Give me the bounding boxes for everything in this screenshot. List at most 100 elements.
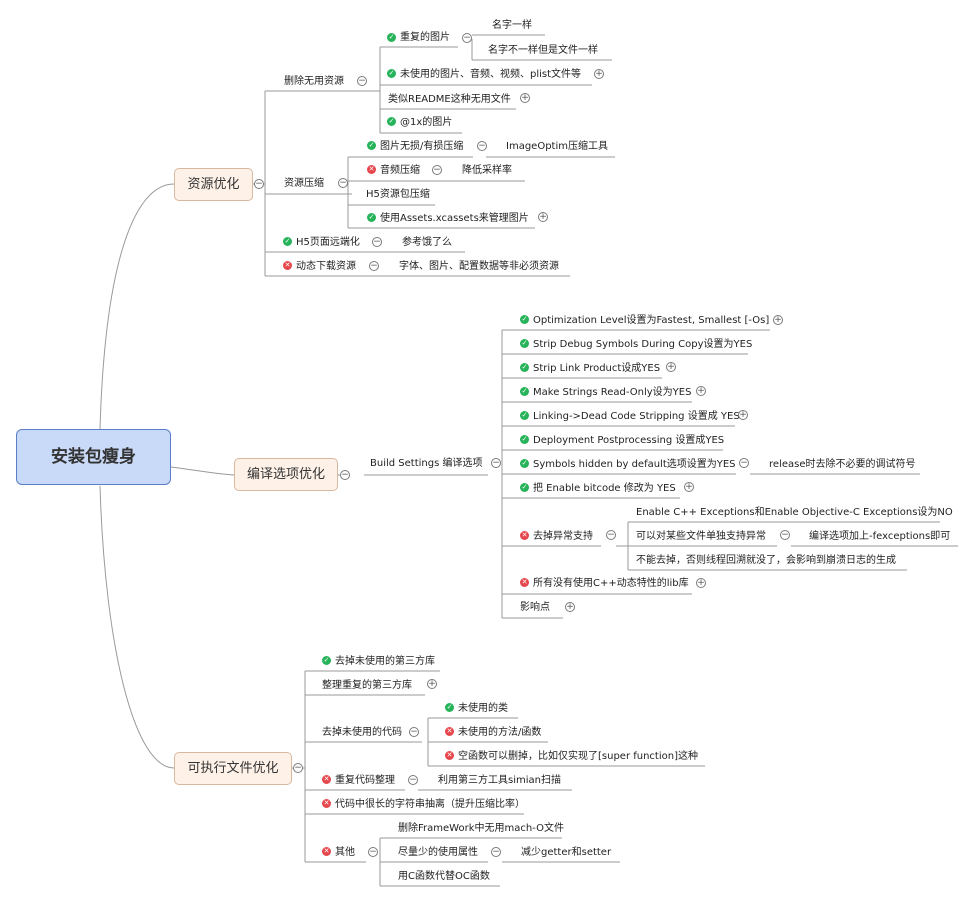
expand-toggle-icon[interactable]: + (520, 93, 530, 103)
expand-toggle-icon[interactable]: + (565, 602, 575, 612)
node-others[interactable]: 其他 (335, 847, 355, 858)
collapse-toggle-icon[interactable]: − (340, 470, 350, 480)
node-duplicate-images[interactable]: 重复的图片 (400, 32, 450, 43)
check-icon: ✓ (520, 459, 529, 468)
cross-icon: ✕ (445, 751, 454, 760)
cross-icon: ✕ (367, 165, 376, 174)
cross-icon: ✕ (520, 531, 529, 540)
node-simian[interactable]: 利用第三方工具simian扫描 (438, 775, 561, 786)
node-impact-points[interactable]: 影响点 (520, 602, 550, 613)
branch-executable-label: 可执行文件优化 (187, 761, 279, 776)
check-icon: ✓ (367, 213, 376, 222)
node-unused-methods[interactable]: 未使用的方法/函数 (458, 727, 542, 738)
node-optimization-level[interactable]: Optimization Level设置为Fastest, Smallest [… (533, 315, 770, 326)
expand-toggle-icon[interactable]: + (684, 482, 694, 492)
node-lower-sample-rate[interactable]: 降低采样率 (462, 165, 512, 176)
collapse-toggle-icon[interactable]: − (369, 261, 379, 271)
node-cpp-dynamic-libs[interactable]: 所有没有使用C++动态特性的lib库 (533, 578, 689, 589)
node-remove-macho[interactable]: 删除FrameWork中无用mach-O文件 (398, 823, 564, 834)
node-h5-remote[interactable]: H5页面远端化 (296, 237, 360, 248)
node-resource-compression[interactable]: 资源压缩 (284, 178, 324, 189)
collapse-toggle-icon[interactable]: − (491, 458, 501, 468)
cross-icon: ✕ (322, 847, 331, 856)
collapse-toggle-icon[interactable]: − (408, 775, 418, 785)
node-dup-libs[interactable]: 整理重复的第三方库 (322, 680, 412, 691)
node-unused-classes[interactable]: 未使用的类 (458, 703, 508, 714)
node-h5-ref[interactable]: 参考饿了么 (402, 237, 452, 248)
check-icon: ✓ (367, 141, 376, 150)
collapse-toggle-icon[interactable]: − (462, 33, 472, 43)
node-enable-bitcode[interactable]: 把 Enable bitcode 修改为 YES (533, 483, 676, 494)
collapse-toggle-icon[interactable]: − (357, 76, 367, 86)
expand-toggle-icon[interactable]: + (696, 386, 706, 396)
node-dead-code-stripping[interactable]: Linking->Dead Code Stripping 设置成 YES (533, 411, 740, 422)
node-empty-functions[interactable]: 空函数可以删掉，比如仅实现了[super function]这种 (458, 751, 698, 762)
check-icon: ✓ (387, 117, 396, 126)
node-dynamic-detail[interactable]: 字体、图片、配置数据等非必须资源 (399, 261, 559, 272)
branch-resource-label: 资源优化 (187, 177, 240, 192)
node-readme-like[interactable]: 类似README这种无用文件 (388, 94, 511, 105)
collapse-toggle-icon[interactable]: − (477, 141, 487, 151)
node-imageoptim[interactable]: ImageOptim压缩工具 (506, 141, 608, 152)
expand-toggle-icon[interactable]: + (738, 410, 748, 420)
collapse-toggle-icon[interactable]: − (293, 763, 303, 773)
node-remove-unused-libs[interactable]: 去掉未使用的第三方库 (335, 656, 435, 667)
collapse-toggle-icon[interactable]: − (739, 458, 749, 468)
branch-resource-optimization[interactable]: 资源优化 (174, 168, 253, 201)
node-image-1x[interactable]: @1x的图片 (400, 117, 453, 128)
expand-toggle-icon[interactable]: + (594, 69, 604, 79)
node-dup-code[interactable]: 重复代码整理 (335, 775, 395, 786)
collapse-toggle-icon[interactable]: − (606, 530, 616, 540)
node-unused-code[interactable]: 去掉未使用的代码 (322, 727, 402, 738)
branch-compile-label: 编译选项优化 (246, 467, 325, 482)
node-diff-name-same-file[interactable]: 名字不一样但是文件一样 (488, 45, 598, 56)
node-same-name[interactable]: 名字一样 (492, 20, 532, 31)
collapse-toggle-icon[interactable]: − (254, 179, 264, 189)
collapse-toggle-icon[interactable]: − (338, 178, 348, 188)
collapse-toggle-icon[interactable]: − (372, 237, 382, 247)
check-icon: ✓ (520, 363, 529, 372)
node-image-compress[interactable]: 图片无损/有损压缩 (380, 141, 464, 152)
collapse-toggle-icon[interactable]: − (780, 530, 790, 540)
node-unused-media[interactable]: 未使用的图片、音频、视频、plist文件等 (400, 69, 582, 80)
expand-toggle-icon[interactable]: + (773, 315, 783, 325)
node-enable-cpp-exceptions[interactable]: Enable C++ Exceptions和Enable Objective-C… (636, 507, 953, 518)
check-icon: ✓ (387, 33, 396, 42)
cross-icon: ✕ (445, 727, 454, 736)
node-c-functions[interactable]: 用C函数代替OC函数 (398, 871, 490, 882)
node-getter-setter[interactable]: 减少getter和setter (521, 847, 612, 858)
collapse-toggle-icon[interactable]: − (432, 165, 442, 175)
check-icon: ✓ (520, 339, 529, 348)
collapse-toggle-icon[interactable]: − (368, 847, 378, 857)
node-per-file-exceptions[interactable]: 可以对某些文件单独支持异常 (636, 531, 766, 542)
check-icon: ✓ (520, 315, 529, 324)
collapse-toggle-icon[interactable]: − (491, 847, 501, 857)
node-symbols-hidden[interactable]: Symbols hidden by default选项设置为YES (533, 459, 736, 470)
branch-compile-options[interactable]: 编译选项优化 (234, 458, 338, 491)
node-remove-exceptions[interactable]: 去掉异常支持 (533, 531, 593, 542)
collapse-toggle-icon[interactable]: − (409, 727, 419, 737)
node-fexceptions-note[interactable]: 编译选项加上-fexceptions即可 (809, 531, 951, 542)
cross-icon: ✕ (283, 261, 292, 270)
node-h5-package[interactable]: H5资源包压缩 (366, 189, 430, 200)
node-symbols-note[interactable]: release时去除不必要的调试符号 (769, 459, 916, 470)
node-audio-compress[interactable]: 音频压缩 (380, 165, 420, 176)
node-dynamic-download[interactable]: 动态下载资源 (296, 261, 356, 272)
root-node[interactable]: 安装包瘦身 (16, 429, 171, 485)
node-make-strings-readonly[interactable]: Make Strings Read-Only设为YES (533, 387, 692, 398)
node-strip-link-product[interactable]: Strip Link Product设成YES (533, 363, 661, 374)
node-xcassets[interactable]: 使用Assets.xcassets来管理图片 (380, 213, 529, 224)
expand-toggle-icon[interactable]: + (696, 578, 706, 588)
expand-toggle-icon[interactable]: + (666, 362, 676, 372)
node-less-properties[interactable]: 尽量少的使用属性 (398, 847, 478, 858)
node-build-settings[interactable]: Build Settings 编译选项 (370, 458, 483, 469)
node-cannot-remove[interactable]: 不能去掉，否则线程回溯就没了，会影响到崩溃日志的生成 (636, 555, 896, 566)
node-delete-useless[interactable]: 删除无用资源 (284, 76, 344, 87)
branch-executable-optimization[interactable]: 可执行文件优化 (174, 752, 292, 785)
expand-toggle-icon[interactable]: + (427, 679, 437, 689)
node-deployment-postprocessing[interactable]: Deployment Postprocessing 设置成YES (533, 435, 725, 446)
cross-icon: ✕ (322, 775, 331, 784)
node-strip-debug-symbols[interactable]: Strip Debug Symbols During Copy设置为YES (533, 339, 753, 350)
expand-toggle-icon[interactable]: + (538, 212, 548, 222)
node-long-strings[interactable]: 代码中很长的字符串抽离（提升压缩比率） (335, 799, 525, 810)
